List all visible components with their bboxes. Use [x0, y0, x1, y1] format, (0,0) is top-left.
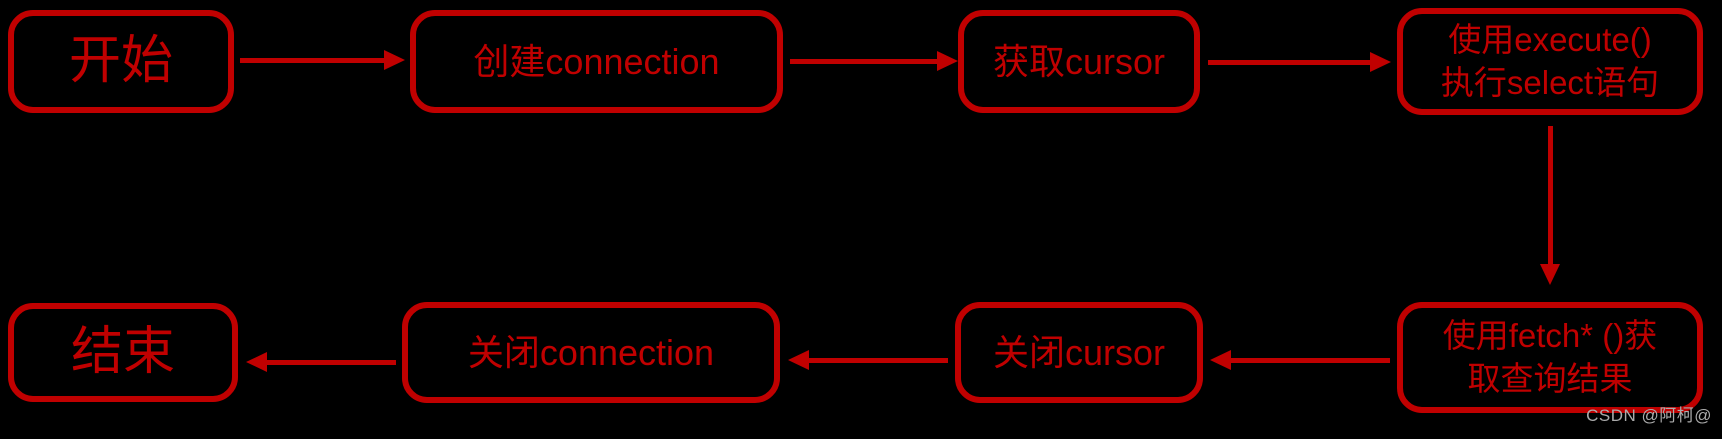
csdn-watermark: CSDN @阿柯@: [1586, 406, 1712, 425]
node-create-connection-label: 创建connection: [473, 40, 720, 82]
node-get-cursor: 获取cursor: [958, 10, 1200, 113]
node-fetch-results-label: 使用fetch* ()获 取查询结果: [1442, 316, 1658, 397]
arrow-right-icon: [384, 50, 405, 70]
arrow-line: [1548, 126, 1553, 266]
node-start-label: 开始: [68, 31, 173, 90]
node-fetch-results: 使用fetch* ()获 取查询结果: [1397, 302, 1703, 413]
arrow-left-icon: [1210, 350, 1231, 370]
arrow-line: [808, 358, 948, 363]
node-start: 开始: [8, 10, 234, 113]
arrow-line: [1230, 358, 1390, 363]
arrow-line: [266, 360, 396, 365]
arrow-right-icon: [937, 51, 958, 71]
node-execute-select-label: 使用execute() 执行select语句: [1440, 20, 1660, 101]
arrow-line: [790, 59, 939, 64]
arrow-left-icon: [788, 350, 809, 370]
node-execute-select: 使用execute() 执行select语句: [1397, 8, 1703, 115]
node-close-connection: 关闭connection: [402, 302, 780, 403]
arrow-down-icon: [1540, 264, 1560, 285]
arrow-line: [1208, 60, 1372, 65]
node-close-connection-label: 关闭connection: [467, 331, 715, 373]
node-close-cursor-label: 关闭cursor: [992, 331, 1166, 373]
arrow-left-icon: [246, 352, 267, 372]
arrow-right-icon: [1370, 52, 1391, 72]
node-end-label: 结束: [70, 322, 175, 381]
node-create-connection: 创建connection: [410, 10, 783, 113]
arrow-line: [240, 58, 386, 63]
node-close-cursor: 关闭cursor: [955, 302, 1203, 403]
node-get-cursor-label: 获取cursor: [992, 40, 1166, 82]
node-end: 结束: [8, 303, 238, 402]
